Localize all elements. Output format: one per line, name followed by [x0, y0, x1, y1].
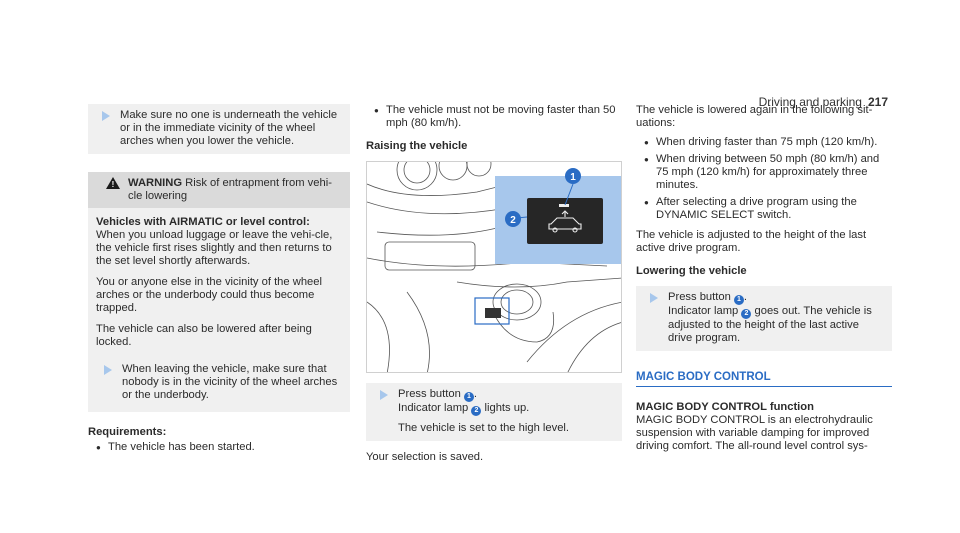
- warning-box: ! WARNING Risk of entrapment from vehi-c…: [88, 172, 350, 412]
- action-step: Make sure no one is underneath the vehic…: [88, 104, 350, 154]
- callout-2: 2: [510, 215, 516, 226]
- bullet-icon: ●: [644, 198, 649, 207]
- column-left: Make sure no one is underneath the vehic…: [88, 104, 350, 454]
- bullet-icon: ●: [644, 138, 649, 147]
- bullet-icon: ●: [644, 155, 649, 164]
- warning-label: WARNING: [128, 177, 183, 189]
- car-raise-icon: [548, 210, 582, 233]
- warning-paragraph: The vehicle can also be lowered after be…: [96, 323, 312, 348]
- callout-1-circle: [565, 168, 581, 184]
- callout-2-circle: [505, 211, 521, 227]
- warning-condition: Vehicles with AIRMATIC or level control:: [96, 216, 310, 228]
- column-right: The vehicle is lowered again in the foll…: [636, 104, 892, 453]
- column-middle: ● The vehicle must not be moving faster …: [366, 104, 622, 464]
- action-arrow-icon: [380, 390, 388, 400]
- action-arrow-icon: [104, 365, 112, 375]
- warning-action: When leaving the vehicle, make sure that…: [96, 357, 342, 402]
- section-heading: Raising the vehicle: [366, 140, 468, 152]
- paragraph: MAGIC BODY CONTROL is an electrohydrauli…: [636, 414, 873, 452]
- callout-badge-2: 2: [741, 309, 752, 319]
- bullet-icon: ●: [96, 443, 101, 452]
- page-header: Driving and parking 217: [759, 96, 888, 109]
- section-title: MAGIC BODY CONTROL: [636, 371, 892, 387]
- warning-triangle-icon: !: [106, 177, 120, 190]
- callout-badge-1: 1: [733, 295, 744, 305]
- bullet-icon: ●: [374, 106, 379, 115]
- paragraph: Your selection is saved.: [366, 451, 484, 463]
- sub-heading: MAGIC BODY CONTROL function: [636, 401, 814, 413]
- warning-paragraph: Vehicles with AIRMATIC or level control:…: [96, 216, 333, 267]
- console-drawing: 1 2: [367, 162, 621, 372]
- page-number: 217: [867, 95, 888, 109]
- list-item: ● After selecting a drive program using …: [644, 196, 857, 221]
- list-item: ● When driving faster than 75 mph (120 k…: [644, 136, 878, 148]
- warning-paragraph: You or anyone else in the vicinity of th…: [96, 276, 322, 314]
- paragraph: The vehicle is adjusted to the height of…: [636, 229, 867, 254]
- list-item: ● The vehicle must not be moving faster …: [374, 104, 616, 129]
- action-step: Press button 1. Indicator lamp 2 goes ou…: [636, 286, 892, 351]
- action-result: The vehicle is set to the high level.: [398, 422, 570, 434]
- action-step: Press button 1. Indicator lamp 2 lights …: [366, 383, 622, 441]
- list-item: ● The vehicle has been started.: [96, 441, 255, 453]
- callout-badge-1: 1: [463, 392, 474, 402]
- paragraph: The vehicle is lowered again in the foll…: [636, 104, 873, 129]
- warning-body: Vehicles with AIRMATIC or level control:…: [88, 208, 350, 412]
- warning-header: ! WARNING Risk of entrapment from vehi-c…: [88, 172, 350, 208]
- list-item: ● When driving between 50 mph (80 km/h) …: [644, 153, 880, 191]
- section-heading: Lowering the vehicle: [636, 265, 747, 277]
- callout-badge-2: 2: [471, 406, 482, 416]
- console-illustration: 1 2: [366, 161, 622, 373]
- action-text: Make sure no one is underneath the vehic…: [120, 109, 338, 147]
- callout-1: 1: [570, 172, 576, 183]
- action-arrow-icon: [650, 293, 658, 303]
- section-name: Driving and parking: [758, 95, 862, 109]
- level-button: [527, 198, 603, 244]
- indicator-lamp: [559, 204, 569, 207]
- action-arrow-icon: [102, 111, 110, 121]
- requirements-title: Requirements:: [88, 426, 167, 438]
- warning-title: Risk of entrapment from vehi-cle lowerin…: [128, 177, 332, 202]
